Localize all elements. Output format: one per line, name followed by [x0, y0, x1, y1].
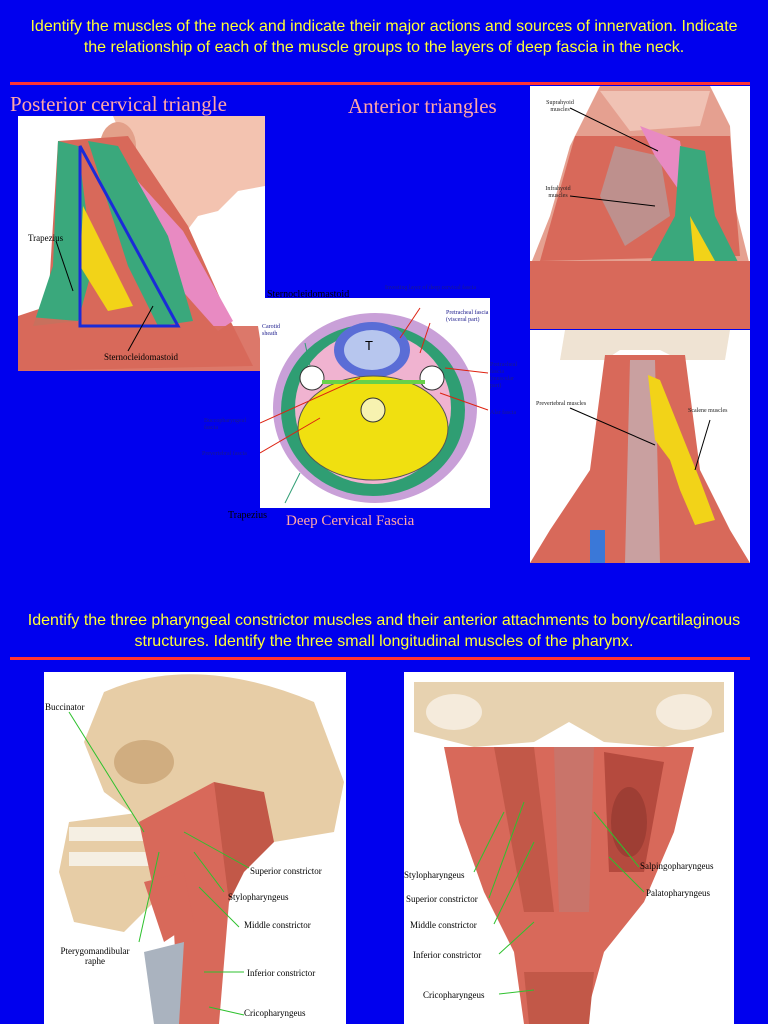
posterior-triangle-title: Posterior cervical triangle [10, 92, 227, 116]
post-stylopharyngeus-label: Stylopharyngeus [404, 870, 465, 880]
bottom-instruction: Identify the three pharyngeal constricto… [27, 612, 741, 650]
posterior-neck-illustration [18, 116, 265, 371]
bottom-divider [10, 657, 750, 660]
suprahyoid-label: Suprahyoid muscles [546, 100, 574, 113]
post-cricopharyngeus-label: Cricopharyngeus [423, 990, 485, 1000]
anterior-neck-illustration [530, 86, 750, 329]
scalene-muscles-label: Scalene muscles [688, 408, 728, 414]
posterior-pharynx-illustration [404, 672, 734, 1024]
scm-label: Sternocleidomastoid [104, 352, 178, 362]
lat-inferior-constrictor-label: Inferior constrictor [247, 968, 316, 978]
post-inferior-constrictor-label: Inferior constrictor [413, 950, 482, 960]
pretracheal-visceral-label: Pretracheal fascia (visceral part) [446, 310, 489, 323]
fascia-scm-label: Sternocleidomastoid [267, 289, 350, 300]
trapezius-label: Trapezius [28, 233, 64, 243]
palatopharyngeus-label: Palatopharyngeus [646, 888, 710, 898]
deep-cervical-fascia-title: Deep Cervical Fascia [286, 513, 415, 529]
posterior-triangle-image: Trapezius Sternocleidomastoid [18, 116, 265, 371]
infrahyoid-label: Infrahyoid muscles [545, 186, 571, 199]
prevertebral-image: Prevertebral muscles Scalene muscles [530, 330, 750, 563]
pretracheal-muscular-label: Pretracheal fascia (muscular part) [490, 362, 517, 389]
alar-fascia-label: Alar fascia [490, 410, 517, 416]
post-middle-constrictor-label: Middle constrictor [410, 920, 477, 930]
top-instruction: Identify the muscles of the neck and ind… [30, 18, 738, 56]
fascia-trapezius-label: Trapezius [228, 510, 268, 521]
pterygomandibular-raphe-label: Pterygomandibular raphe [60, 946, 130, 966]
anterior-triangles-image: Suprahyoid muscles Infrahyoid muscles [530, 86, 750, 329]
fascia-cross-section-image: T [260, 298, 490, 508]
investing-layer-label: Investing layer of deep cervical fascia [385, 285, 477, 291]
prevertebral-fascia-label: Prevertebral fascia [202, 451, 247, 457]
lateral-pharynx-illustration [44, 672, 346, 1024]
posterior-pharynx-image: Stylopharyngeus Superior constrictor Mid… [404, 672, 734, 1024]
anterior-triangles-title: Anterior triangles [348, 94, 497, 118]
fascia-cross-section-illustration [260, 298, 490, 508]
buccinator-label: Buccinator [45, 702, 85, 712]
salpingopharyngeus-label: Salpingopharyngeus [640, 861, 714, 871]
carotid-sheath-label: Carotid sheath [262, 324, 280, 337]
post-superior-constrictor-label: Superior constrictor [406, 894, 478, 904]
prevertebral-muscles-label: Prevertebral muscles [536, 401, 587, 407]
top-divider [10, 82, 750, 85]
lat-middle-constrictor-label: Middle constrictor [244, 920, 311, 930]
lat-stylopharyngeus-label: Stylopharyngeus [228, 892, 289, 902]
trachea-letter: T [365, 338, 373, 353]
buccopharyngeal-label: Buccopharyngeal fascia [204, 418, 246, 431]
lateral-pharynx-image: Buccinator Superior constrictor Stylopha… [44, 672, 346, 1024]
lat-cricopharyngeus-label: Cricopharyngeus [244, 1008, 306, 1018]
prevertebral-illustration [530, 330, 750, 563]
lat-superior-constrictor-label: Superior constrictor [250, 866, 322, 876]
